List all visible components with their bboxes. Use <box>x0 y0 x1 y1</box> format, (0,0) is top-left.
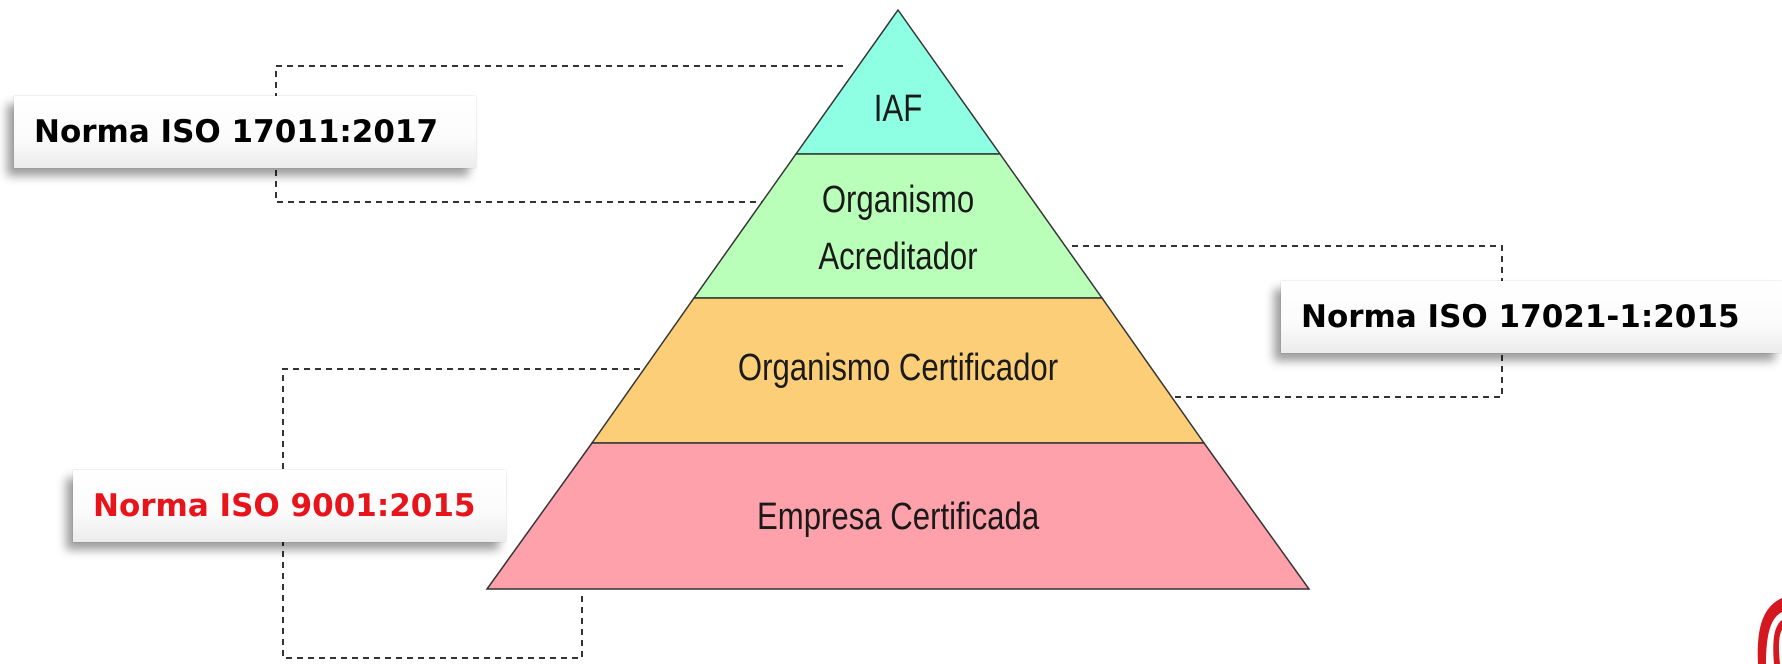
tier-label-acreditador: Acreditador <box>818 236 977 278</box>
label-iso-9001: Norma ISO 9001:2015 <box>93 488 476 524</box>
tier-iaf <box>794 8 1002 155</box>
logo-swoosh-inner <box>1773 620 1782 664</box>
tier-label-iaf: IAF <box>874 88 922 130</box>
corner-logo-icon <box>1754 596 1782 664</box>
connector-17021 <box>1072 245 1503 398</box>
label-box-iso-17011: Norma ISO 17011:2017 <box>14 96 476 168</box>
tier-empresa-certificada <box>485 442 1311 590</box>
connector-17011 <box>275 65 843 203</box>
label-iso-17011: Norma ISO 17011:2017 <box>34 114 439 150</box>
logo-swoosh <box>1757 598 1782 664</box>
tier-label-organismo-certificador: Organismo Certificador <box>738 347 1058 389</box>
tier-label-empresa-certificada: Empresa Certificada <box>757 496 1040 538</box>
label-box-iso-17021: Norma ISO 17021-1:2015 <box>1281 281 1782 353</box>
label-iso-17021: Norma ISO 17021-1:2015 <box>1301 299 1740 335</box>
label-box-iso-9001: Norma ISO 9001:2015 <box>73 470 506 542</box>
tier-label-organismo: Organismo <box>822 179 974 221</box>
